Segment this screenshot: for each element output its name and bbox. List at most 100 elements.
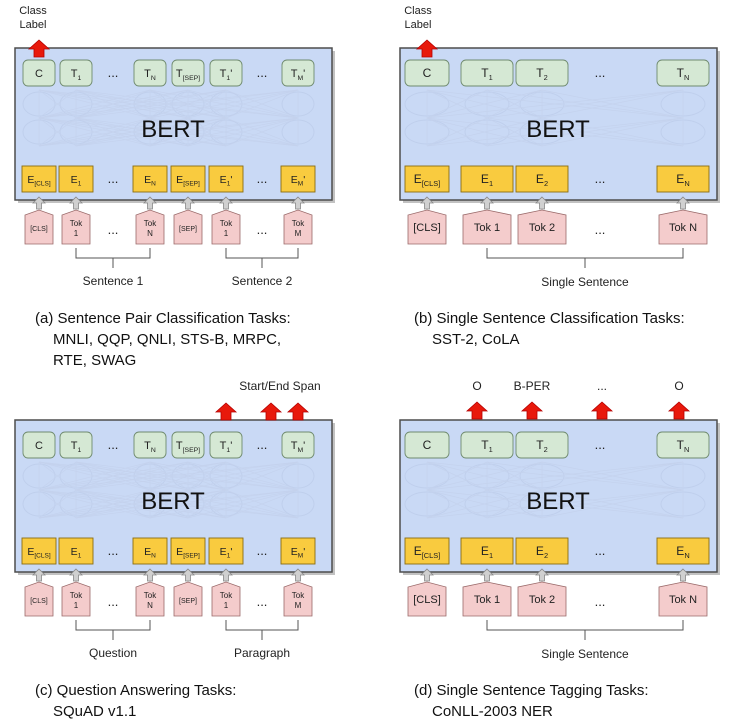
input-token (283, 209, 313, 245)
output-tag-label: ... (597, 379, 607, 393)
input-token-label: 1 (224, 601, 229, 610)
output-token (515, 431, 569, 459)
output-tag-label: O (674, 379, 683, 393)
hidden-edge (149, 461, 299, 491)
hidden-edge (426, 89, 543, 119)
hidden-edge (426, 489, 488, 519)
hidden-edge (75, 89, 227, 119)
caption-line: (a) Sentence Pair Classification Tasks: (35, 310, 291, 327)
hidden-edge (486, 89, 684, 119)
embedding-label: E2 (536, 172, 548, 188)
t-ellipsis: ... (108, 437, 119, 452)
e-ellipsis: ... (108, 543, 119, 558)
hidden-edge (541, 461, 684, 491)
hidden-edge (426, 117, 684, 147)
input-token-label: Tok 1 (474, 594, 500, 606)
span-arrow (214, 402, 238, 421)
model-label: BERT (526, 116, 590, 143)
caption-line: RTE, SWAG (53, 352, 136, 369)
output-token-label: T1' (220, 440, 233, 454)
input-arrow (32, 196, 46, 210)
output-token (133, 431, 167, 459)
output-token (59, 59, 93, 87)
hidden-edge (426, 489, 543, 519)
output-token (404, 59, 450, 87)
segment-bracket (225, 248, 299, 259)
embedding (21, 537, 57, 565)
segment-label: Sentence 1 (83, 274, 144, 288)
e-ellipsis: ... (595, 543, 606, 558)
input-token-label: [SEP] (179, 226, 197, 233)
hidden-edge (541, 89, 684, 119)
top-label: Start/End Span (239, 379, 320, 393)
hidden-edge (187, 489, 227, 519)
embedding-label: E[SEP] (176, 546, 200, 560)
input-token-label: Tok 2 (529, 594, 555, 606)
segment-label: Question (89, 646, 137, 660)
hidden-edge (38, 89, 151, 119)
output-token-label: TM' (291, 68, 306, 82)
hidden-edge (38, 117, 151, 147)
embedding (515, 537, 569, 565)
hidden-edge (187, 461, 299, 491)
output-token (656, 59, 710, 87)
input-ellipsis: ... (595, 222, 606, 237)
hidden-edge (38, 89, 77, 119)
input-arrow (291, 196, 305, 210)
hidden-edge (486, 461, 684, 491)
embedding (656, 537, 710, 565)
hidden-edge (38, 489, 189, 519)
hidden-edge (38, 489, 77, 519)
hidden-edge (426, 461, 488, 491)
embedding (58, 165, 94, 193)
hidden-edge (426, 461, 684, 491)
segment-bracket (486, 620, 684, 631)
hidden-edge (426, 89, 488, 119)
input-token-label: 1 (74, 229, 79, 238)
output-token (209, 59, 243, 87)
hidden-edge (38, 117, 77, 147)
hidden-edge (75, 89, 299, 119)
input-token (135, 581, 165, 617)
output-token-label: T1 (71, 68, 82, 82)
embedding-label: E1' (220, 546, 233, 560)
e-ellipsis: ... (257, 543, 268, 558)
hidden-edge (187, 117, 299, 147)
hidden-edge (38, 461, 299, 491)
input-token-label: [CLS] (413, 594, 441, 606)
output-token (656, 431, 710, 459)
output-token-label: TM' (291, 440, 306, 454)
hidden-edge (187, 489, 299, 519)
embedding (404, 537, 450, 565)
top-label: Class (19, 5, 47, 17)
input-arrow (420, 196, 434, 210)
segment-label: Single Sentence (541, 275, 629, 289)
hidden-edge (38, 489, 227, 519)
hidden-edge (225, 117, 299, 147)
output-token (59, 431, 93, 459)
top-label: Label (20, 19, 47, 31)
hidden-edge (187, 89, 299, 119)
hidden-edge (225, 461, 299, 491)
t-ellipsis: ... (108, 65, 119, 80)
input-arrow (535, 196, 549, 210)
hidden-edge (225, 489, 299, 519)
hidden-edge (486, 461, 543, 491)
hidden-edge (149, 117, 299, 147)
hidden-edge (426, 461, 543, 491)
output-token-label: T2 (536, 438, 547, 454)
hidden-edge (426, 489, 684, 519)
embedding-label: EN (676, 544, 689, 560)
output-token (22, 59, 56, 87)
embedding-label: E[CLS] (414, 544, 441, 560)
input-token (61, 581, 91, 617)
input-token-label: Tok (292, 591, 305, 600)
hidden-edge (486, 489, 543, 519)
input-arrow (480, 568, 494, 582)
hidden-edge (75, 461, 227, 491)
embedding-label: E2 (536, 544, 548, 560)
hidden-edge (75, 117, 227, 147)
